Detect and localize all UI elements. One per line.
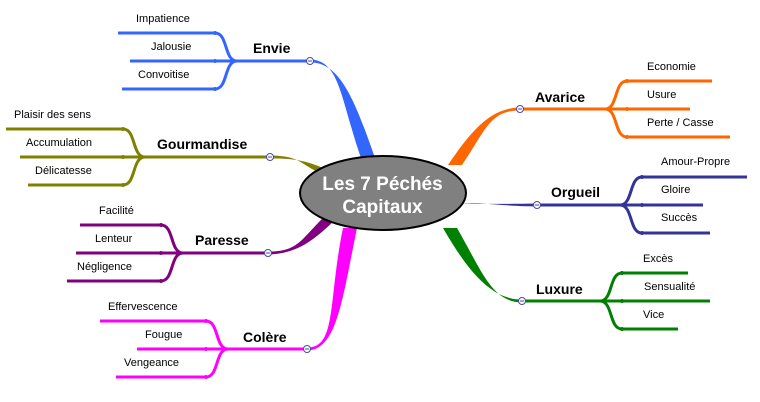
leaf-plaisir-des-sens[interactable]: Plaisir des sens xyxy=(14,109,92,121)
leaf-succes[interactable]: Succès xyxy=(661,212,698,224)
center-node[interactable] xyxy=(299,155,467,231)
leaf-dot xyxy=(159,279,163,283)
leaf-dot xyxy=(213,87,217,91)
branch-connector xyxy=(270,155,332,172)
leaf-fougue[interactable]: Fougue xyxy=(145,329,183,341)
leaf-impatience[interactable]: Impatience xyxy=(136,13,190,25)
leaf-economie[interactable]: Economie xyxy=(647,61,696,73)
branch-connector xyxy=(459,203,537,207)
collapse-toggle-icon[interactable] xyxy=(264,249,272,257)
leaf-dot xyxy=(213,31,217,35)
leaf-vice[interactable]: Vice xyxy=(643,309,665,321)
branch-gourmandise-label[interactable]: Gourmandise xyxy=(157,136,248,152)
branch-paresse-label[interactable]: Paresse xyxy=(195,232,249,248)
branch-colere-label[interactable]: Colère xyxy=(243,329,287,345)
collapse-toggle-icon[interactable] xyxy=(306,57,314,65)
leaf-sensualite[interactable]: Sensualité xyxy=(644,281,696,293)
leaf-vengeance[interactable]: Vengeance xyxy=(124,357,180,369)
branch-avarice xyxy=(448,79,730,165)
leaf-gloire[interactable]: Gloire xyxy=(661,184,691,196)
leaf-dot xyxy=(640,203,644,207)
leaf-amour-propre[interactable]: Amour-Propre xyxy=(661,156,731,168)
leaf-dot xyxy=(620,299,624,303)
collapse-toggle-icon[interactable] xyxy=(266,153,274,161)
branch-colere xyxy=(100,228,357,379)
leaf-dot xyxy=(213,59,217,63)
leaf-negligence[interactable]: Négligence xyxy=(77,261,133,273)
leaf-dot xyxy=(625,79,629,83)
leaf-dot xyxy=(620,327,624,331)
leaf-dot xyxy=(640,231,644,235)
branch-paresse xyxy=(67,218,337,283)
leaf-dot xyxy=(204,319,208,323)
center-title-line1: Les 7 Péchés xyxy=(322,174,443,195)
branch-envie-label[interactable]: Envie xyxy=(253,40,291,56)
branch-gourmandise xyxy=(6,127,332,187)
collapse-toggle-icon[interactable] xyxy=(303,345,311,353)
leaf-usure[interactable]: Usure xyxy=(647,89,677,101)
branch-luxure xyxy=(443,228,710,331)
leaf-perte-casse[interactable]: Perte / Casse xyxy=(647,117,714,129)
leaf-effervescence[interactable]: Effervescence xyxy=(108,301,178,313)
branch-orgueil xyxy=(459,175,747,235)
leaf-dot xyxy=(159,251,163,255)
leaf-exces[interactable]: Excès xyxy=(643,253,673,265)
leaf-dot xyxy=(204,347,208,351)
branch-envie xyxy=(118,31,375,158)
leaf-facilite[interactable]: Facilité xyxy=(99,205,134,217)
leaf-dot xyxy=(620,271,624,275)
leaf-delicatesse[interactable]: Délicatesse xyxy=(35,165,92,177)
branch-connector xyxy=(307,228,357,351)
branch-connector xyxy=(268,218,337,255)
leaf-dot xyxy=(121,127,125,131)
leaf-jalousie[interactable]: Jalousie xyxy=(151,41,192,53)
collapse-toggle-icon[interactable] xyxy=(518,297,526,305)
leaf-convoitise[interactable]: Convoitise xyxy=(138,69,190,81)
leaf-accumulation[interactable]: Accumulation xyxy=(26,137,93,149)
center-title-line2: Capitaux xyxy=(342,197,423,218)
collapse-toggle-icon[interactable] xyxy=(533,201,541,209)
branch-connector xyxy=(443,228,522,303)
leaf-dot xyxy=(640,175,644,179)
branch-connector xyxy=(310,59,375,158)
leaf-dot xyxy=(121,155,125,159)
leaf-line xyxy=(599,299,678,331)
collapse-toggle-icon[interactable] xyxy=(516,105,524,113)
branch-avarice-label[interactable]: Avarice xyxy=(535,89,586,105)
branch-luxure-label[interactable]: Luxure xyxy=(536,281,583,297)
leaf-dot xyxy=(159,223,163,227)
branch-connector xyxy=(448,107,520,165)
leaf-lenteur[interactable]: Lenteur xyxy=(95,233,133,245)
leaf-dot xyxy=(625,135,629,139)
center-node-label: Les 7 Péchés Capitaux xyxy=(300,173,465,219)
leaf-dot xyxy=(625,107,629,111)
leaf-dot xyxy=(204,375,208,379)
leaf-dot xyxy=(121,183,125,187)
branch-orgueil-label[interactable]: Orgueil xyxy=(551,184,601,200)
